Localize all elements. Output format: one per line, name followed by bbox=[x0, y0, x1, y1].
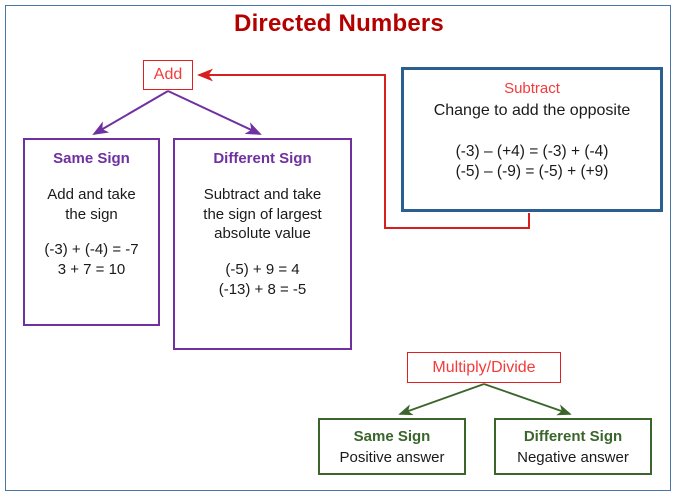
arrow-md-to-different-sign bbox=[483, 383, 572, 416]
card-same-sign-addition-heading: Same Sign bbox=[53, 150, 130, 167]
card-subtract[interactable]: Subtract Change to add the opposite (-3)… bbox=[401, 67, 663, 212]
card-same-sign-addition-rule: Add and take the sign bbox=[25, 185, 158, 225]
arrow-add-to-different-sign bbox=[167, 90, 262, 135]
card-different-sign-addition-heading: Different Sign bbox=[213, 150, 312, 167]
node-add[interactable]: Add bbox=[143, 60, 193, 90]
card-different-sign-multiply-divide[interactable]: Different Sign Negative answer bbox=[494, 418, 652, 475]
node-add-label: Add bbox=[153, 66, 183, 83]
example-equation-1: (-5) + 9 = 4 bbox=[225, 261, 300, 279]
example-equation-1: (-3) + (-4) = -7 bbox=[44, 241, 139, 259]
card-subtract-rule: Change to add the opposite bbox=[433, 101, 631, 119]
arrow-add-to-same-sign bbox=[92, 90, 169, 136]
card-different-sign-addition-examples: (-5) + 9 = 4 (-13) + 8 = -5 bbox=[175, 260, 350, 300]
page-title: Directed Numbers bbox=[234, 10, 444, 37]
card-subtract-examples: (-3) – (+4) = (-3) + (-4) (-5) – (-9) = … bbox=[404, 142, 660, 184]
card-same-sign-addition-examples: (-3) + (-4) = -7 3 + 7 = 10 bbox=[25, 240, 158, 280]
rule-line-2: the sign of largest bbox=[203, 205, 322, 223]
card-different-sign-multiply-divide-body: Negative answer bbox=[517, 448, 629, 466]
rule-line-2: the sign bbox=[65, 205, 118, 223]
node-multiply-divide[interactable]: Multiply/Divide bbox=[407, 352, 561, 383]
card-subtract-heading: Subtract bbox=[504, 80, 560, 97]
card-same-sign-multiply-divide[interactable]: Same Sign Positive answer bbox=[318, 418, 466, 475]
example-equation-1: (-3) – (+4) = (-3) + (-4) bbox=[455, 142, 609, 160]
example-equation-2: 3 + 7 = 10 bbox=[57, 261, 126, 279]
card-different-sign-addition[interactable]: Different Sign Subtract and take the sig… bbox=[173, 138, 352, 350]
example-equation-2: (-13) + 8 = -5 bbox=[218, 280, 307, 298]
node-multiply-divide-label: Multiply/Divide bbox=[432, 358, 536, 376]
rule-line-1: Add and take bbox=[47, 185, 136, 203]
rule-line-3: absolute value bbox=[214, 225, 311, 243]
card-same-sign-multiply-divide-heading: Same Sign bbox=[353, 428, 431, 445]
arrow-md-to-same-sign bbox=[398, 383, 485, 416]
card-same-sign-multiply-divide-body: Positive answer bbox=[339, 448, 445, 466]
card-same-sign-addition[interactable]: Same Sign Add and take the sign (-3) + (… bbox=[23, 138, 160, 326]
card-different-sign-addition-rule: Subtract and take the sign of largest ab… bbox=[175, 185, 350, 244]
card-different-sign-multiply-divide-heading: Different Sign bbox=[523, 428, 623, 445]
example-equation-2: (-5) – (-9) = (-5) + (+9) bbox=[455, 163, 609, 181]
rule-line-1: Subtract and take bbox=[203, 185, 322, 203]
